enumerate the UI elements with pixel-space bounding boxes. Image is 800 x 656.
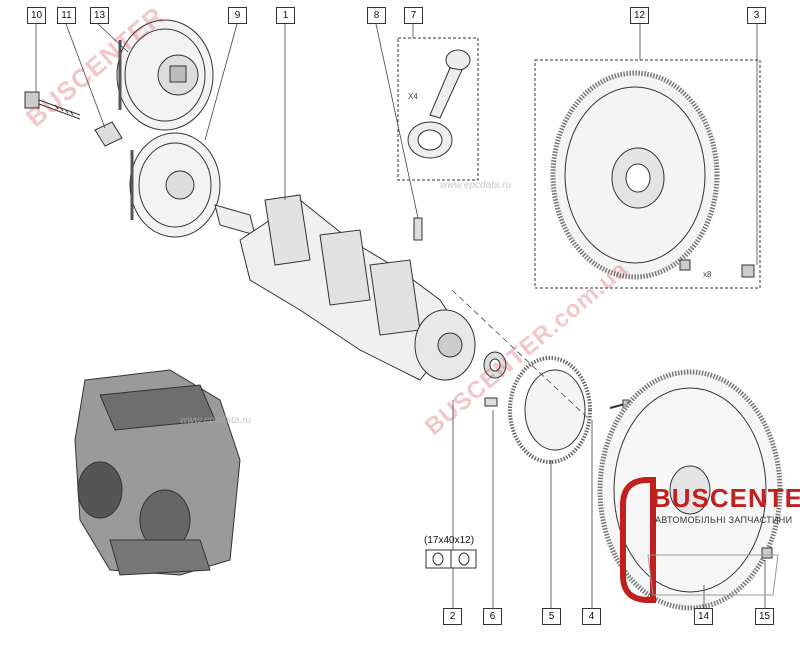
callout-7: 7 [404, 7, 423, 24]
engine-illustration [74, 369, 241, 576]
callout-14: 14 [694, 608, 713, 625]
flywheel-bolts-3 [679, 259, 755, 278]
flywheel-bolt-quantity: x8 [703, 270, 712, 279]
bolt-15 [761, 547, 773, 559]
callout-15: 15 [755, 608, 774, 625]
callout-12: 12 [630, 7, 649, 24]
bearing-dimension-label: (17x40x12) [424, 535, 475, 546]
watermark-site: www.epcdata.ru [180, 415, 252, 426]
callout-13: 13 [90, 7, 109, 24]
flywheel-14 [597, 369, 783, 611]
flywheel-bolt-4 [609, 399, 630, 409]
callout-4: 4 [582, 608, 601, 625]
pulley-bolt-10 [24, 91, 81, 120]
ring-gear-5 [508, 356, 592, 464]
callout-11: 11 [57, 7, 76, 24]
bearing-size-box [425, 549, 477, 569]
callout-2: 2 [443, 608, 462, 625]
logo-subtitle: АВТОМОБІЛЬНІ ЗАПЧАСТИНИ [655, 515, 793, 525]
leader-lines [35, 23, 766, 608]
logo-title: BUSCENTER [652, 483, 800, 513]
dowel-pin-6 [484, 397, 498, 407]
callout-10: 10 [27, 7, 46, 24]
dual-mass-flywheel-12 [534, 59, 761, 289]
connecting-rod-quantity: X4 [408, 92, 418, 101]
callout-9: 9 [228, 7, 247, 24]
pilot-bearing-2 [483, 351, 507, 379]
damper-pulley-9 [129, 132, 221, 238]
callout-6: 6 [483, 608, 502, 625]
crankshaft-1 [214, 194, 476, 381]
callout-1: 1 [276, 7, 295, 24]
connecting-rod-7 [397, 37, 479, 181]
buscenter-logo-icon [620, 477, 779, 603]
conrod-bolt-8 [413, 217, 423, 241]
key-11 [94, 121, 123, 147]
watermark-site-2: www.epcdata.ru [440, 180, 512, 191]
callout-5: 5 [542, 608, 561, 625]
callout-3: 3 [747, 7, 766, 24]
crank-pulley-13 [116, 19, 214, 131]
callout-8: 8 [367, 7, 386, 24]
